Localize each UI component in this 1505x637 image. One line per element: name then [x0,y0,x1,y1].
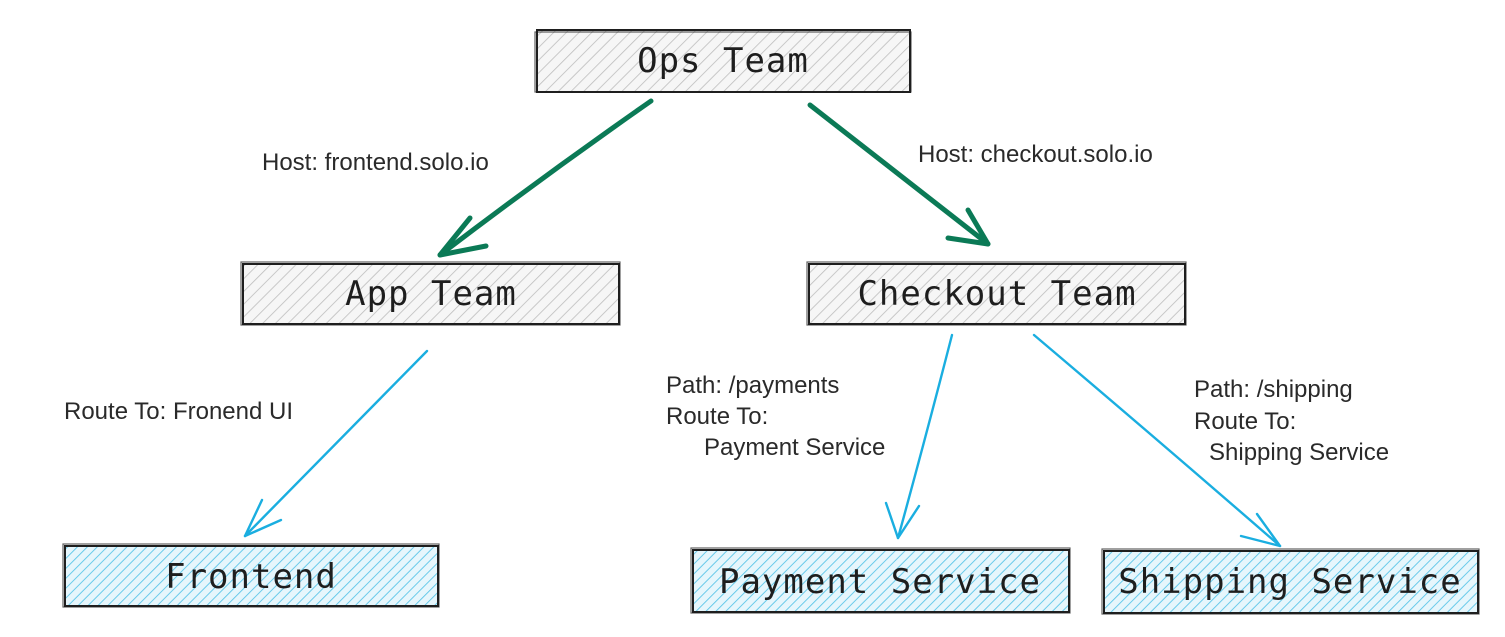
edge-label-ops-to-app: Host: frontend.solo.io [262,149,489,176]
node-label-shipping-service: Shipping Service [1118,562,1462,602]
node-label-payment-service: Payment Service [719,562,1041,602]
edge-label-payment-route: Route To: [666,403,768,430]
node-label-app-team: App Team [345,274,517,314]
edge-label-shipping-route: Route To: [1194,408,1296,435]
node-ops-team: Ops Team [534,29,912,93]
arrow-app-to-frontend [243,349,429,538]
node-label-ops-team: Ops Team [637,41,809,81]
node-checkout-team: Checkout Team [806,261,1187,326]
node-frontend: Frontend [62,543,440,608]
edge-label-app-to-frontend: Route To: Fronend UI [64,398,293,425]
arrow-checkout-to-shipping [1032,333,1282,548]
edge-label-ops-to-checkout: Host: checkout.solo.io [918,141,1153,168]
edge-label-payment-path: Path: /payments [666,372,839,399]
node-shipping-service: Shipping Service [1101,548,1480,615]
node-label-frontend: Frontend [165,557,337,597]
edge-label-checkout-to-shipping: Path: /shipping Route To: Shipping Servi… [1194,376,1389,466]
edge-label-payment-target: Payment Service [704,434,885,461]
arrow-ops-to-checkout [807,102,991,247]
edge-label-shipping-path: Path: /shipping [1194,376,1353,403]
node-payment-service: Payment Service [690,547,1071,614]
node-app-team: App Team [240,261,621,326]
edge-label-checkout-to-payment: Path: /payments Route To: Payment Servic… [666,372,885,461]
arrow-ops-to-app [437,98,654,258]
arrow-checkout-to-payment [884,333,954,540]
node-label-checkout-team: Checkout Team [857,274,1136,314]
edge-label-shipping-target: Shipping Service [1209,439,1389,466]
